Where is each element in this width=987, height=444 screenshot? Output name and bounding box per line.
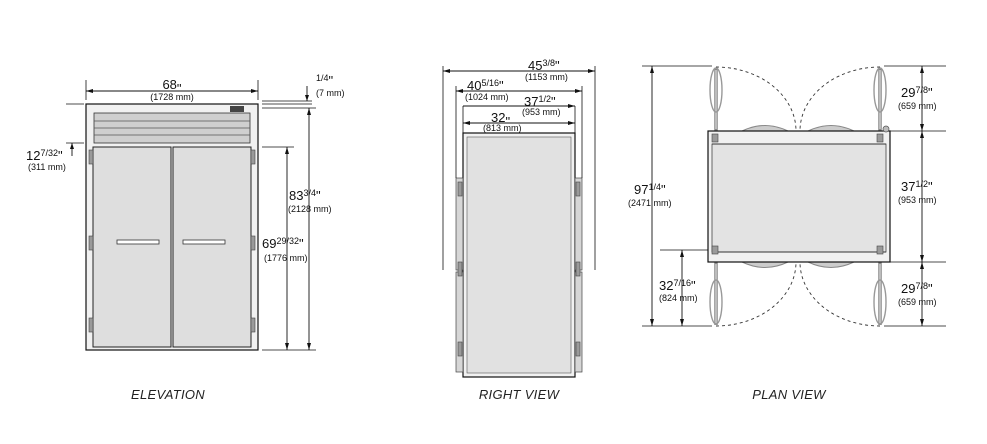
hinge-icon: [457, 341, 463, 357]
hinge-icon: [876, 133, 884, 143]
plan-swing-top-label: 297/8": [901, 85, 933, 100]
knob-icon: [882, 125, 890, 133]
swing-arc: [799, 261, 881, 327]
elev-height-label: 833/4": [289, 188, 321, 203]
right-door-handle: [182, 239, 226, 245]
plan-swing-top-mm: (659 mm): [898, 101, 937, 111]
elevation-view: 68" (1728 mm) 1/4" (7 mm) 833/4" (2128 m…: [26, 73, 345, 402]
right-view: 453/8" (1153 mm) 405/16" (1024 mm) 371/2…: [442, 58, 596, 402]
elevation-left-door: [92, 146, 172, 348]
hinge-icon: [575, 261, 581, 277]
elev-width-label: 68": [162, 77, 181, 96]
plan-offset-label: 327/16": [659, 278, 696, 293]
hinge-icon: [457, 261, 463, 277]
hinge-icon: [575, 341, 581, 357]
plan-total-label: 971/4": [634, 182, 666, 197]
elev-grille-label: 127/32": [26, 148, 63, 163]
plan-cabinet-label: 371/2": [901, 179, 933, 194]
hinge-icon: [250, 149, 256, 165]
rv-depth4-label: 32": [491, 110, 510, 129]
elev-topgap-mm: (7 mm): [316, 88, 345, 98]
plan-cabinet-mm: (953 mm): [898, 195, 937, 205]
swing-arc: [799, 66, 881, 132]
hinge-icon: [457, 181, 463, 197]
hinge-icon: [250, 317, 256, 333]
hinge-icon: [88, 235, 94, 251]
elev-height-mm: (2128 mm): [288, 204, 332, 214]
plan-swing-bottom-mm: (659 mm): [898, 297, 937, 307]
hinge-icon: [88, 149, 94, 165]
swing-arc: [715, 261, 797, 327]
left-door-handle: [116, 239, 160, 245]
elev-door-height-mm: (1776 mm): [264, 253, 308, 263]
hinge-icon: [711, 133, 719, 143]
control-panel-icon: [230, 106, 244, 112]
rv-depth2-mm: (1024 mm): [465, 92, 509, 102]
plan-view: 971/4" (2471 mm) 327/16" (824 mm) 297/8"…: [628, 65, 946, 402]
rv-overall-label: 453/8": [528, 58, 560, 73]
hinge-icon: [876, 245, 884, 255]
rv-depth3-label: 371/2": [524, 94, 556, 109]
swing-arc: [715, 66, 797, 132]
plan-total-mm: (2471 mm): [628, 198, 672, 208]
plan-view-caption: PLAN VIEW: [752, 387, 827, 402]
hinge-icon: [250, 235, 256, 251]
plan-swing-bottom-label: 297/8": [901, 281, 933, 296]
rv-depth4-mm: (813 mm): [483, 123, 522, 133]
elev-grille-mm: (311 mm): [28, 162, 66, 172]
plan-offset-mm: (824 mm): [659, 293, 698, 303]
elevation-right-door: [172, 146, 252, 348]
rv-depth2-label: 405/16": [467, 78, 504, 93]
elev-door-height-label: 6929/32": [262, 236, 304, 251]
rv-depth3-mm: (953 mm): [522, 107, 561, 117]
hinge-icon: [88, 317, 94, 333]
elev-topgap-label: 1/4": [316, 73, 334, 88]
rv-overall-mm: (1153 mm): [525, 72, 568, 82]
hinge-icon: [711, 245, 719, 255]
elev-width-mm: (1728 mm): [150, 92, 194, 102]
hinge-icon: [575, 181, 581, 197]
right-view-caption: RIGHT VIEW: [479, 387, 561, 402]
elevation-caption: ELEVATION: [131, 387, 205, 402]
